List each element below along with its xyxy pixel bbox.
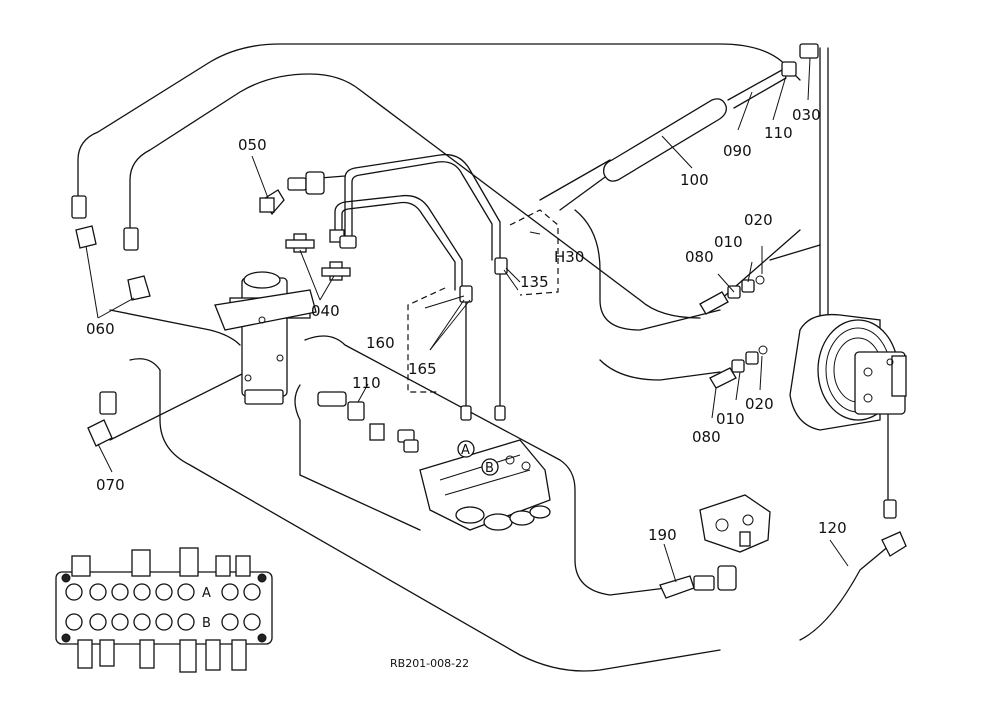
control-valve bbox=[419, 439, 551, 531]
label-060: 060 bbox=[86, 320, 115, 338]
part-labels: 030 110 090 100 050 020 010 080 H30 135 … bbox=[86, 106, 847, 544]
port-labels: A B A B bbox=[202, 443, 494, 631]
label-010-upper: 010 bbox=[714, 233, 743, 251]
travel-motor bbox=[789, 313, 907, 431]
label-010-lower: 010 bbox=[716, 410, 745, 428]
label-030: 030 bbox=[792, 106, 821, 124]
label-050: 050 bbox=[238, 136, 267, 154]
valve-block bbox=[699, 494, 771, 553]
fittings bbox=[71, 43, 907, 599]
reference-code: RB201-008-22 bbox=[390, 657, 469, 670]
label-080-upper: 080 bbox=[685, 248, 714, 266]
label-100: 100 bbox=[680, 171, 709, 189]
label-110-center: 110 bbox=[352, 374, 381, 392]
port-b-main: B bbox=[485, 461, 494, 476]
control-valve-inset bbox=[55, 547, 273, 673]
dashed-brackets bbox=[407, 209, 559, 393]
label-020-lower: 020 bbox=[745, 395, 774, 413]
label-080-lower: 080 bbox=[692, 428, 721, 446]
label-190: 190 bbox=[648, 526, 677, 544]
label-110-top: 110 bbox=[764, 124, 793, 142]
port-a-inset: A bbox=[202, 586, 211, 601]
label-020-upper: 020 bbox=[744, 211, 773, 229]
label-090: 090 bbox=[723, 142, 752, 160]
label-165: 165 bbox=[408, 360, 437, 378]
port-a-main: A bbox=[461, 443, 470, 458]
swivel-joint bbox=[214, 271, 317, 405]
label-135: 135 bbox=[520, 273, 549, 291]
port-b-inset: B bbox=[202, 616, 211, 631]
leader-lines bbox=[85, 57, 849, 583]
label-040: 040 bbox=[311, 302, 340, 320]
label-160: 160 bbox=[366, 334, 395, 352]
label-h30: H30 bbox=[554, 248, 584, 266]
label-070: 070 bbox=[96, 476, 125, 494]
label-120: 120 bbox=[818, 519, 847, 537]
